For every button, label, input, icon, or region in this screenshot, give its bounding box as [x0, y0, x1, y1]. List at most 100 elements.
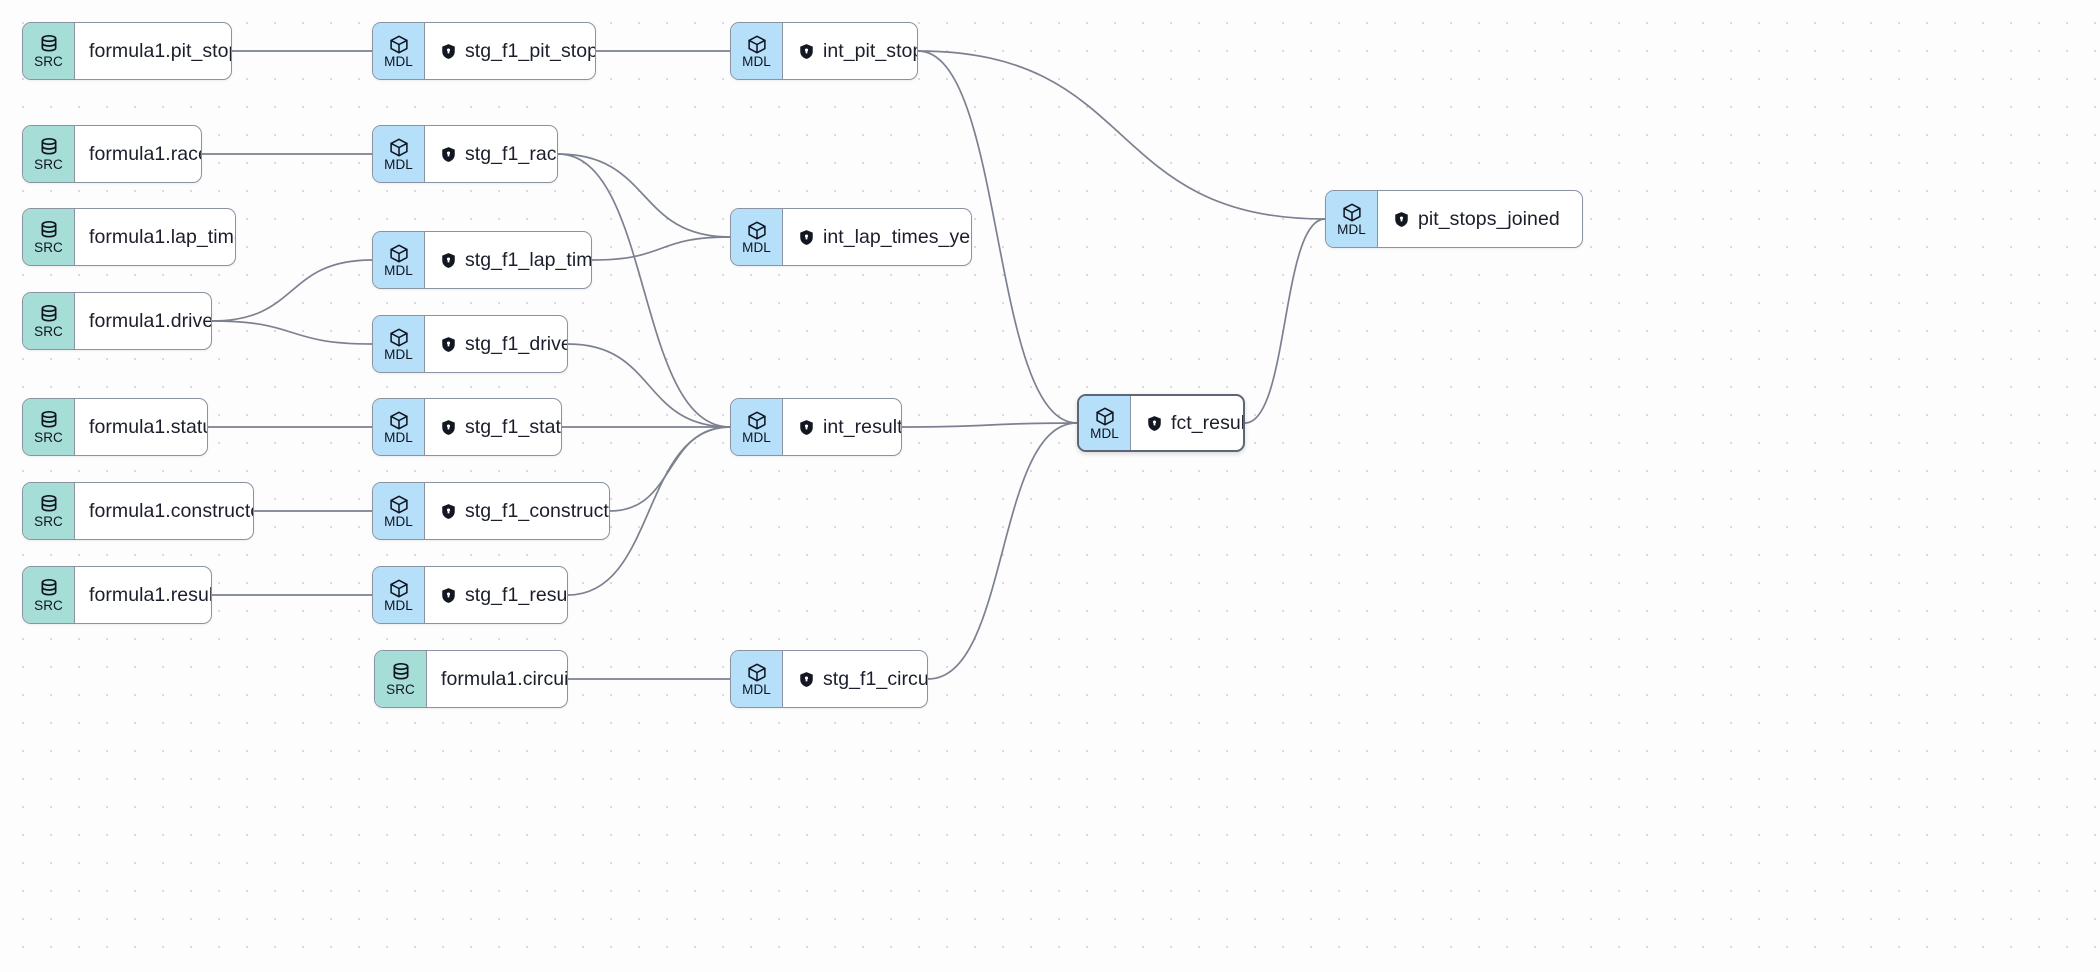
node-body: formula1.results: [75, 567, 212, 623]
shield-icon: [799, 419, 814, 436]
edge-stg-circuits-to-fct-results: [927, 422, 1078, 680]
node-label: formula1.races: [89, 142, 201, 165]
badge-label: MDL: [384, 597, 413, 613]
badge-label: SRC: [34, 429, 63, 445]
badge-label: MDL: [1090, 425, 1119, 441]
badge-label: SRC: [386, 681, 415, 697]
cube-icon: [388, 578, 410, 599]
model-badge: MDL: [373, 126, 425, 182]
database-icon: [38, 34, 60, 55]
source-badge: SRC: [23, 126, 75, 182]
node-label: formula1.results: [89, 583, 212, 606]
source-badge: SRC: [23, 567, 75, 623]
source-badge: SRC: [23, 399, 75, 455]
shield-icon: [441, 43, 456, 60]
database-icon: [38, 410, 60, 431]
cube-icon: [388, 410, 410, 431]
graph-node-stg-constructors[interactable]: MDL stg_f1_constructors: [372, 482, 610, 540]
source-badge: SRC: [23, 23, 75, 79]
model-badge: MDL: [731, 209, 783, 265]
database-icon: [390, 662, 412, 683]
edge-stg-races-to-int-results: [557, 153, 731, 428]
graph-node-fct-results[interactable]: MDL fct_results: [1077, 394, 1245, 452]
edge-src-drivers-to-stg-drivers: [211, 320, 373, 345]
graph-node-stg-drivers[interactable]: MDL stg_f1_drivers: [372, 315, 568, 373]
graph-node-stg-races[interactable]: MDL stg_f1_races: [372, 125, 558, 183]
graph-node-stg-results[interactable]: MDL stg_f1_results: [372, 566, 568, 624]
node-label: stg_f1_lap_times: [465, 248, 592, 271]
shield-icon: [441, 503, 456, 520]
cube-icon: [746, 34, 768, 55]
node-body: stg_f1_drivers: [425, 316, 567, 372]
node-label: int_lap_times_years: [823, 225, 971, 248]
node-label: formula1.pit_stops: [89, 39, 231, 62]
graph-node-src-lap-times[interactable]: SRC formula1.lap_times: [22, 208, 236, 266]
model-badge: MDL: [731, 651, 783, 707]
edge-int-results-to-fct-results: [901, 422, 1078, 428]
badge-label: MDL: [1337, 221, 1366, 237]
node-body: stg_f1_results: [425, 567, 568, 623]
edge-src-drivers-to-stg-lap-times: [211, 259, 373, 322]
model-badge: MDL: [373, 483, 425, 539]
cube-icon: [1341, 202, 1363, 223]
source-badge: SRC: [375, 651, 427, 707]
model-badge: MDL: [731, 399, 783, 455]
graph-node-src-results[interactable]: SRC formula1.results: [22, 566, 212, 624]
model-badge: MDL: [373, 232, 425, 288]
node-label: stg_f1_races: [465, 142, 557, 165]
source-badge: SRC: [23, 483, 75, 539]
node-label: formula1.lap_times: [89, 225, 235, 248]
node-body: formula1.constructors: [75, 483, 253, 539]
node-body: stg_f1_circuits: [783, 651, 928, 707]
node-label: stg_f1_constructors: [465, 499, 609, 522]
node-body: stg_f1_lap_times: [425, 232, 592, 288]
edge-fct-results-to-pit-stops-joined: [1244, 218, 1326, 424]
badge-label: MDL: [384, 156, 413, 172]
shield-icon: [1394, 211, 1409, 228]
node-label: int_results: [823, 415, 901, 438]
node-body: int_lap_times_years: [783, 209, 971, 265]
node-body: int_pit_stops: [783, 23, 917, 79]
badge-label: SRC: [34, 323, 63, 339]
node-label: stg_f1_circuits: [823, 667, 928, 690]
node-body: formula1.status: [75, 399, 207, 455]
node-label: fct_results: [1171, 411, 1245, 434]
node-body: formula1.races: [75, 126, 201, 182]
cube-icon: [388, 243, 410, 264]
model-badge: MDL: [373, 316, 425, 372]
badge-label: SRC: [34, 53, 63, 69]
node-label: stg_f1_drivers: [465, 332, 567, 355]
graph-node-stg-circuits[interactable]: MDL stg_f1_circuits: [730, 650, 928, 708]
cube-icon: [1094, 406, 1116, 427]
node-body: int_results: [783, 399, 901, 455]
graph-node-src-pit-stops[interactable]: SRC formula1.pit_stops: [22, 22, 232, 80]
source-badge: SRC: [23, 209, 75, 265]
node-body: formula1.lap_times: [75, 209, 235, 265]
shield-icon: [799, 229, 814, 246]
model-badge: MDL: [373, 23, 425, 79]
database-icon: [38, 304, 60, 325]
graph-node-int-lap-times[interactable]: MDL int_lap_times_years: [730, 208, 972, 266]
node-label: stg_f1_results: [465, 583, 568, 606]
node-body: formula1.pit_stops: [75, 23, 231, 79]
graph-node-stg-lap-times[interactable]: MDL stg_f1_lap_times: [372, 231, 592, 289]
database-icon: [38, 494, 60, 515]
badge-label: MDL: [384, 262, 413, 278]
node-label: stg_f1_status: [465, 415, 561, 438]
graph-node-src-races[interactable]: SRC formula1.races: [22, 125, 202, 183]
node-body: fct_results: [1131, 396, 1245, 450]
badge-label: MDL: [742, 239, 771, 255]
graph-node-int-results[interactable]: MDL int_results: [730, 398, 902, 456]
graph-node-src-status[interactable]: SRC formula1.status: [22, 398, 208, 456]
edge-int-pit-stops-to-pit-stops-joined: [917, 50, 1326, 220]
edge-stg-races-to-int-lap-times: [557, 153, 731, 238]
